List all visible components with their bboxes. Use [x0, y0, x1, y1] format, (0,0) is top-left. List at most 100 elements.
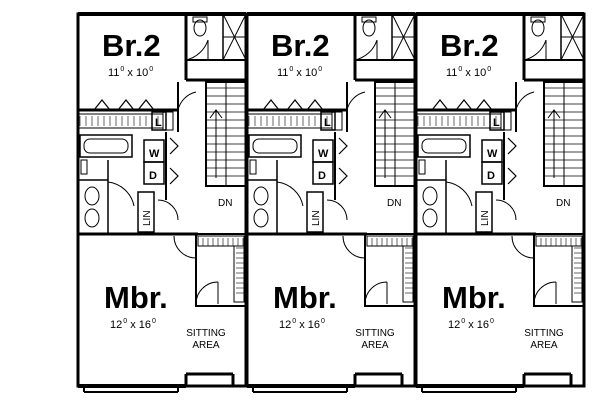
linen-closet — [137, 191, 155, 233]
dimension-part: 10 — [474, 67, 486, 79]
bifold-door-icon — [117, 99, 135, 111]
bifold-door-icon — [137, 99, 155, 111]
bifold-door-icon — [507, 137, 517, 155]
bifold-door-icon — [286, 99, 304, 111]
sitting-area-label-1: SITTING — [524, 328, 564, 339]
dryer-box — [143, 161, 165, 185]
master-closet — [195, 233, 247, 307]
stair-arrowhead-icon — [378, 109, 392, 119]
bathtub — [417, 134, 471, 158]
bifold-door-icon — [507, 167, 517, 185]
dimension-part: 0 — [490, 318, 494, 325]
sitting-area-label-1: SITTING — [186, 328, 226, 339]
dimension-part: 0 — [318, 66, 322, 73]
shower-x — [391, 13, 416, 61]
shower-x — [222, 13, 247, 61]
linen-box — [151, 111, 167, 131]
master-bedroom-dimensions: 120 x 160 — [279, 318, 325, 331]
dimension-part: x — [465, 319, 477, 331]
closet-shelf — [197, 235, 245, 247]
closet-shelf — [366, 235, 414, 247]
door-swing-icon — [511, 235, 535, 259]
door-swing-icon — [185, 39, 209, 61]
fixture-icon — [418, 159, 426, 175]
dimension-part: 11 — [277, 67, 288, 79]
closet-shelf — [571, 245, 583, 303]
door-swing-icon — [195, 281, 219, 305]
door-swing-icon — [533, 281, 557, 305]
bifold-door-icon — [262, 99, 280, 111]
dimension-part: x — [296, 319, 308, 331]
dryer-label: D — [318, 170, 326, 182]
master-bedroom-dimensions: 120 x 160 — [110, 318, 156, 331]
bifold-door-icon — [431, 99, 449, 111]
dimension-part: 12 — [279, 319, 291, 331]
dimension-part: 0 — [487, 66, 491, 73]
sitting-area-label-2: AREA — [530, 340, 558, 351]
linen-box — [489, 111, 505, 131]
dimension-part: 0 — [458, 66, 462, 73]
dimension-part: 0 — [321, 318, 325, 325]
master-bedroom-label: Mbr. — [104, 280, 168, 315]
bathtub-basin-icon — [252, 138, 298, 154]
bedroom2-dimensions: 110 x 100 — [446, 66, 491, 79]
dryer-label: D — [487, 170, 495, 182]
washer-label: W — [149, 148, 160, 160]
toilet-tank-icon — [361, 16, 377, 23]
linen-box — [320, 111, 336, 131]
master-bedroom-label: Mbr. — [442, 280, 506, 315]
linen-label: L — [493, 117, 500, 129]
bifold-door-icon — [338, 167, 348, 185]
closet-end — [331, 111, 343, 131]
stair-arrowhead-icon — [547, 109, 561, 119]
door-swing-icon — [326, 199, 348, 221]
stair-arrowhead-icon — [209, 109, 223, 119]
dimension-part: 0 — [123, 318, 127, 325]
door-swing-icon — [495, 199, 517, 221]
toilet-icon — [531, 19, 545, 37]
dimension-part: 16 — [477, 319, 489, 331]
fixture-icon — [249, 159, 257, 175]
bifold-door-icon — [93, 99, 111, 111]
master-closet — [364, 233, 416, 307]
bifold-door-icon — [169, 137, 179, 155]
door-swing-icon — [523, 39, 547, 61]
dimension-part: 0 — [461, 318, 465, 325]
bathtub — [79, 134, 133, 158]
door-swing-icon — [276, 181, 304, 207]
toilet-icon — [422, 208, 438, 228]
bedroom2-label: Br.2 — [271, 28, 330, 63]
dimension-part: 10 — [136, 67, 148, 79]
closet-shelf — [233, 245, 245, 303]
master-bedroom-dimensions: 120 x 160 — [448, 318, 494, 331]
dimension-part: 16 — [308, 319, 320, 331]
toilet-icon — [193, 19, 207, 37]
dimension-part: 12 — [110, 319, 122, 331]
dimension-part: 0 — [152, 318, 156, 325]
sink-icon — [84, 186, 100, 206]
door-swing-icon — [177, 91, 197, 111]
sitting-area-label-1: SITTING — [355, 328, 395, 339]
door-swing-icon — [515, 91, 535, 111]
door-swing-icon — [346, 91, 366, 111]
bifold-door-icon — [455, 99, 473, 111]
bathtub-basin-icon — [83, 138, 129, 154]
fixture-icon — [80, 159, 88, 175]
closet-shelf — [77, 113, 164, 129]
dimension-part: 10 — [305, 67, 317, 79]
dimension-part: x — [127, 319, 139, 331]
dimension-part: 0 — [120, 66, 124, 73]
washer-label: W — [487, 148, 498, 160]
closet-shelf — [246, 113, 333, 129]
dryer-box — [481, 161, 503, 185]
bifold-door-icon — [475, 99, 493, 111]
master-closet — [533, 233, 585, 307]
dimension-part: 16 — [139, 319, 151, 331]
door-swing-icon — [107, 181, 135, 207]
closet-end — [500, 111, 512, 131]
dimension-part: 11 — [446, 67, 457, 79]
toilet-icon — [253, 208, 269, 228]
dimension-part: 11 — [108, 67, 119, 79]
